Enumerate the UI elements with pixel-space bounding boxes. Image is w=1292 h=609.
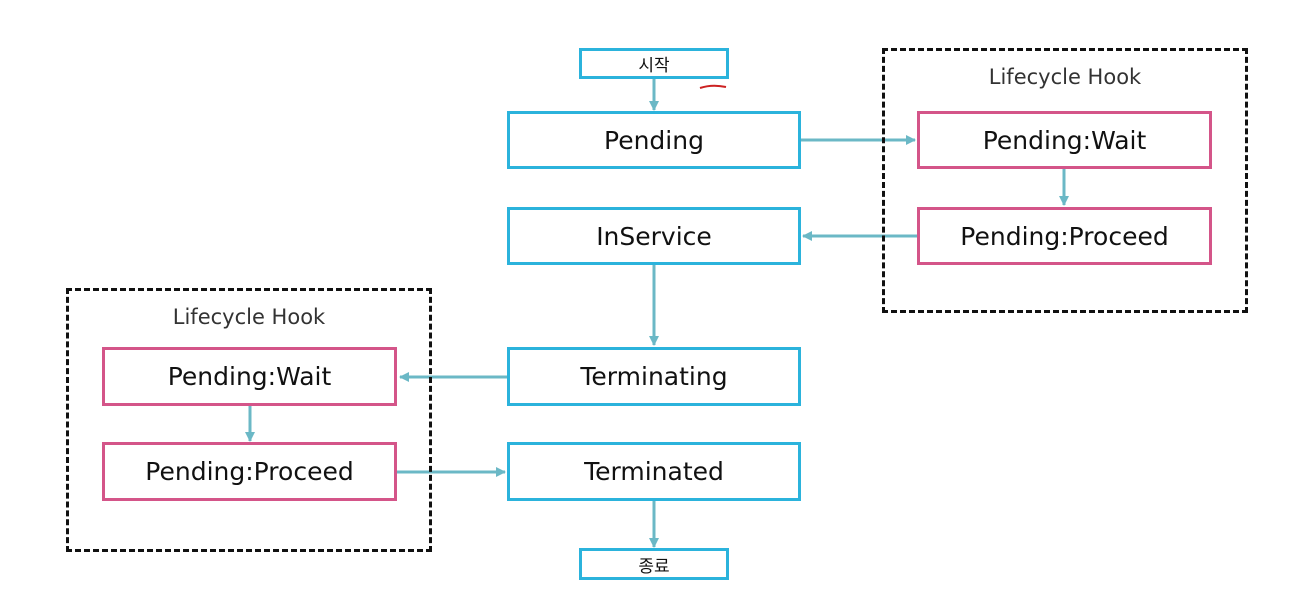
end-node: 종료 (579, 548, 729, 580)
terminate-hook-title: Lifecycle Hook (172, 305, 326, 329)
terminate-lifecycle-hook-group: Lifecycle Hook (66, 288, 432, 552)
terminate-pending-proceed-state: Pending:Proceed (102, 442, 397, 501)
start-node: 시작 (579, 48, 729, 79)
launch-pending-proceed-state: Pending:Proceed (917, 207, 1212, 265)
launch-hook-title: Lifecycle Hook (988, 65, 1142, 89)
pending-state: Pending (507, 111, 801, 169)
inservice-state: InService (507, 207, 801, 265)
terminate-pending-wait-state: Pending:Wait (102, 347, 397, 406)
pen-annotation-mark (699, 84, 727, 89)
launch-lifecycle-hook-group: Lifecycle Hook (882, 48, 1248, 313)
launch-pending-wait-state: Pending:Wait (917, 111, 1212, 169)
terminating-state: Terminating (507, 347, 801, 406)
terminated-state: Terminated (507, 442, 801, 501)
